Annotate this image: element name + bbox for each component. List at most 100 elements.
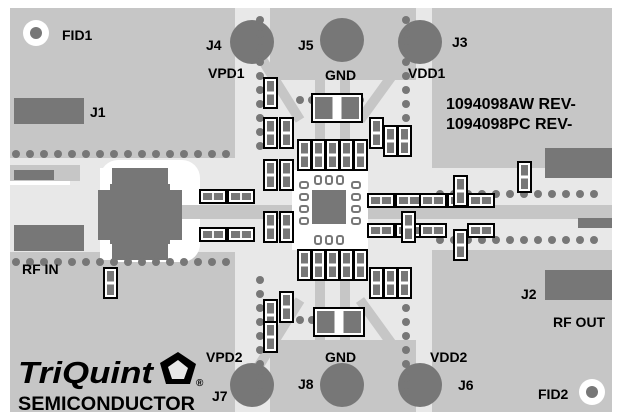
smd-component xyxy=(279,291,294,323)
via xyxy=(124,150,132,158)
logo-brand: TriQuint xyxy=(18,355,155,390)
via xyxy=(534,190,542,198)
via xyxy=(256,318,264,326)
via xyxy=(562,190,570,198)
via xyxy=(180,150,188,158)
via xyxy=(256,72,264,80)
smd-component xyxy=(395,193,423,208)
via xyxy=(520,236,528,244)
rf-amplifier-ic xyxy=(312,190,346,224)
via xyxy=(222,258,230,266)
via xyxy=(26,258,34,266)
smd-component xyxy=(453,175,468,207)
rf-input-launch-pad xyxy=(98,168,182,260)
logo-registered-mark: ® xyxy=(196,378,204,389)
via xyxy=(256,114,264,122)
smd-component xyxy=(313,307,365,337)
via xyxy=(256,86,264,94)
smd-component xyxy=(263,321,278,353)
j5-label: J5 xyxy=(298,37,314,53)
via xyxy=(576,190,584,198)
smd-component xyxy=(263,159,278,191)
fid1-label: FID1 xyxy=(62,27,93,43)
via xyxy=(402,318,410,326)
smd-component xyxy=(383,125,398,157)
smd-component xyxy=(367,223,395,238)
logo-inner-icon xyxy=(168,360,188,379)
via xyxy=(296,316,304,324)
via xyxy=(54,150,62,158)
via xyxy=(256,30,264,38)
via xyxy=(12,150,20,158)
smd-component xyxy=(263,117,278,149)
via xyxy=(296,96,304,104)
via xyxy=(256,142,264,150)
via xyxy=(194,258,202,266)
via xyxy=(256,304,264,312)
smd-component xyxy=(517,161,532,193)
via xyxy=(402,332,410,340)
j1-label: J1 xyxy=(90,104,106,120)
j4-label: J4 xyxy=(206,37,222,53)
smd-component xyxy=(279,117,294,149)
triquint-logo: TriQuint SEMICONDUCTOR ® xyxy=(18,352,204,415)
smd-component xyxy=(279,159,294,191)
center-component-area xyxy=(292,170,368,250)
via xyxy=(256,128,264,136)
via xyxy=(402,114,410,122)
via xyxy=(138,258,146,266)
via xyxy=(402,58,410,66)
via xyxy=(402,360,410,368)
via xyxy=(534,236,542,244)
smd-component xyxy=(103,267,118,299)
smd-component xyxy=(263,77,278,109)
via xyxy=(402,44,410,52)
via xyxy=(110,258,118,266)
gnd-bottom-label: GND xyxy=(325,349,356,365)
smd-component xyxy=(263,211,278,243)
smd-component xyxy=(339,249,354,281)
via xyxy=(590,190,598,198)
via xyxy=(96,150,104,158)
via xyxy=(548,190,556,198)
smd-component xyxy=(397,267,412,299)
via xyxy=(590,236,598,244)
via xyxy=(124,258,132,266)
smd-component xyxy=(311,249,326,281)
via xyxy=(506,236,514,244)
via xyxy=(222,150,230,158)
via xyxy=(402,30,410,38)
via xyxy=(562,236,570,244)
via xyxy=(506,190,514,198)
via xyxy=(402,100,410,108)
via xyxy=(548,236,556,244)
via xyxy=(68,258,76,266)
passive-components xyxy=(103,77,532,353)
rf-in-label: RF IN xyxy=(22,261,59,277)
rf-output-trace xyxy=(360,148,612,300)
via xyxy=(402,72,410,80)
via xyxy=(256,100,264,108)
via xyxy=(208,150,216,158)
via xyxy=(256,276,264,284)
via xyxy=(166,258,174,266)
via xyxy=(152,150,160,158)
via xyxy=(96,258,104,266)
via xyxy=(12,258,20,266)
smd-component xyxy=(297,139,312,171)
smd-component xyxy=(199,189,227,204)
part-number-pc: 1094098PC REV- xyxy=(446,116,572,133)
via xyxy=(256,16,264,24)
via xyxy=(68,150,76,158)
logo-subtitle: SEMICONDUCTOR xyxy=(18,394,195,415)
smd-component xyxy=(383,267,398,299)
via xyxy=(256,290,264,298)
smd-component xyxy=(419,193,447,208)
via xyxy=(208,258,216,266)
smd-component xyxy=(325,249,340,281)
smd-component xyxy=(227,227,255,242)
gnd-top-label: GND xyxy=(325,67,356,83)
j8-label: J8 xyxy=(298,376,314,392)
smd-component xyxy=(297,249,312,281)
